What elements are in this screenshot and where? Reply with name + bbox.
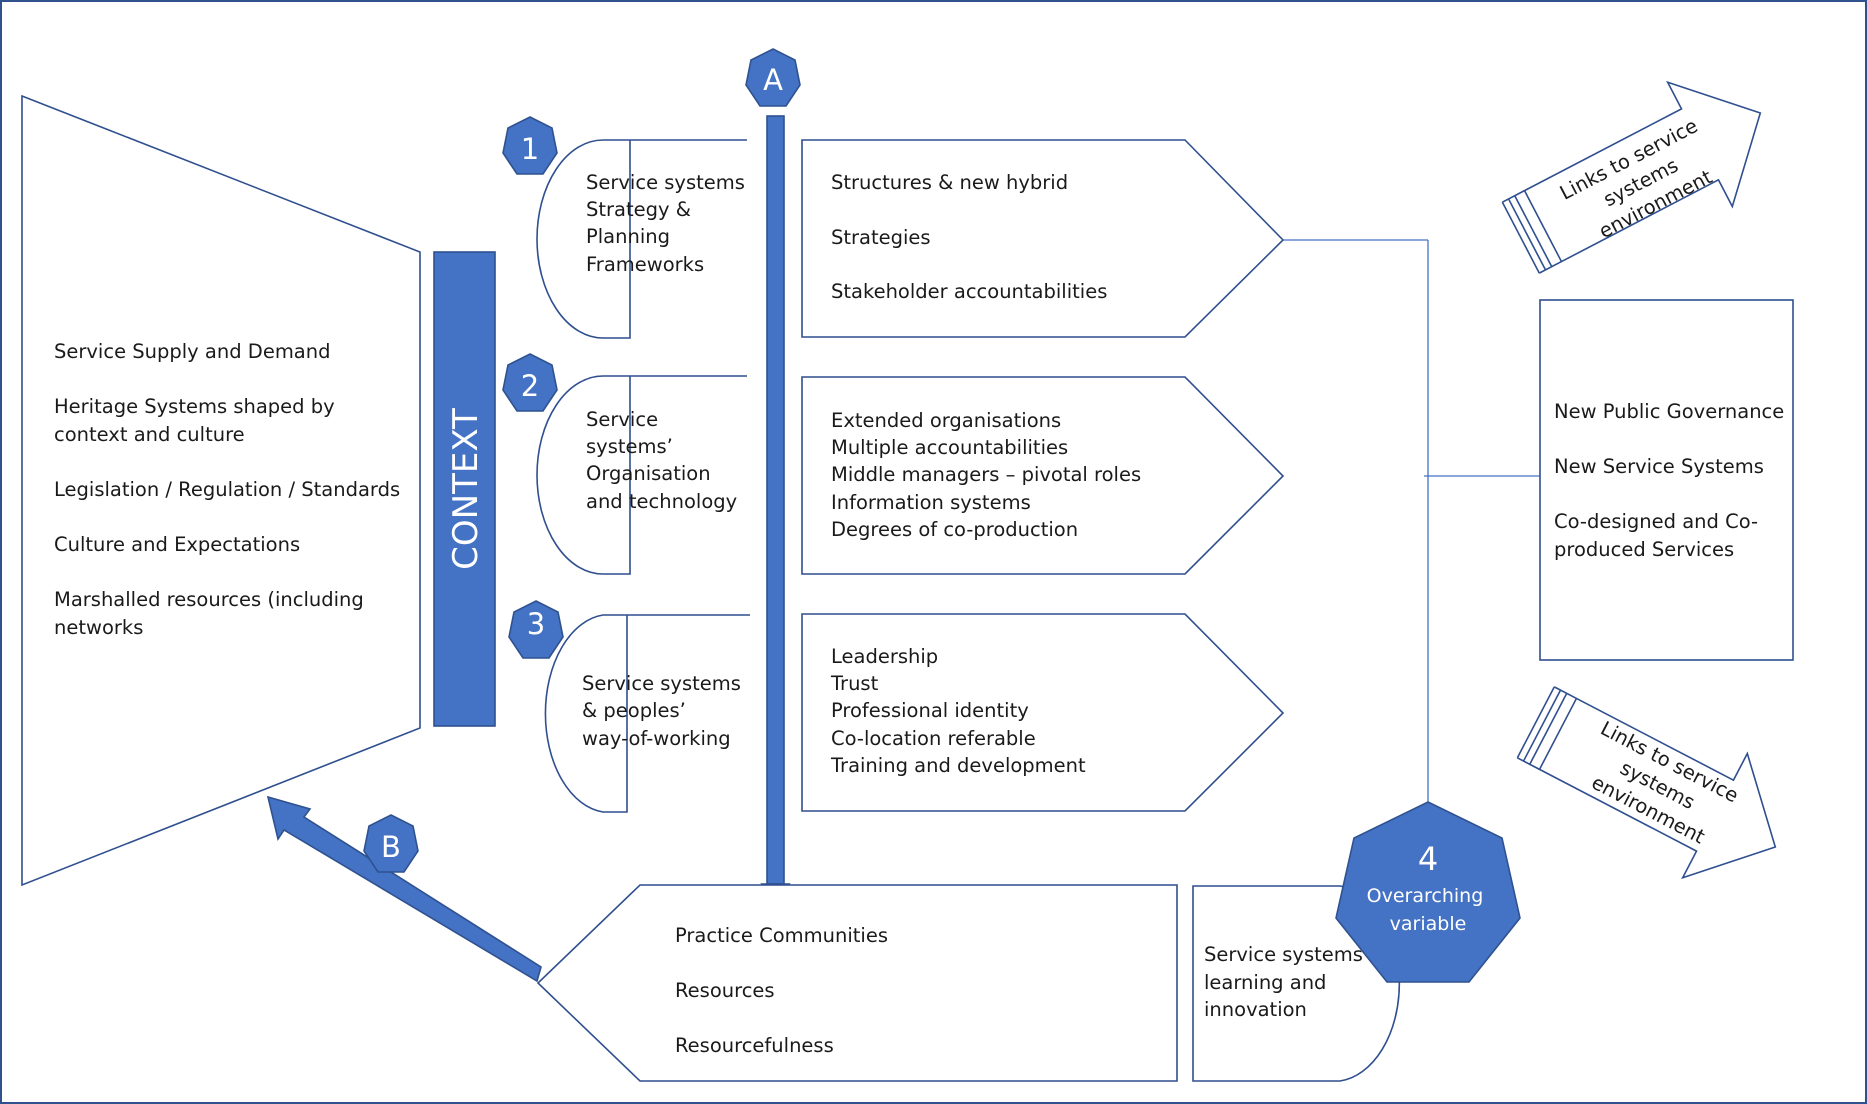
link-arrow-top-shape	[1523, 80, 1762, 263]
heptagon-2-icon	[502, 353, 558, 412]
practice-communities-shape	[536, 884, 1178, 1082]
outcome-item-2: New Service Systems	[1554, 455, 1764, 478]
learning-innovation-title: Service systems learning and innovation	[1204, 943, 1369, 1021]
overarching-number: 4	[1418, 840, 1438, 878]
arrow-a: A	[745, 48, 801, 901]
row-3: Service systems & peoples’ way-of-workin…	[508, 600, 1285, 813]
marker-a-label: A	[763, 63, 783, 97]
row-2-details: Extended organisations Multiple accounta…	[831, 409, 1147, 541]
arrow-b-shape	[266, 795, 542, 983]
connector-lines	[1283, 239, 1540, 803]
link-arrow-bottom-shape	[1538, 697, 1777, 880]
row-1-details: Structures & new hybrid Strategies Stake…	[831, 171, 1107, 303]
heptagon-1-icon	[502, 116, 558, 175]
context-item-5: Marshalled resources (including networks	[54, 588, 370, 639]
row-1-number-badge: 1	[502, 116, 558, 175]
context-item-4: Culture and Expectations	[54, 533, 300, 556]
row-1-title: Service systems Strategy & Planning Fram…	[586, 171, 751, 276]
context-trapezoid	[21, 94, 421, 887]
row-1-detail-arrow	[801, 139, 1285, 338]
context-bar	[433, 251, 496, 727]
row-2: Service systems’ Organisation and techno…	[502, 353, 1285, 575]
arrow-a-shaft	[766, 115, 785, 885]
row-3-number-badge: 3	[508, 600, 564, 659]
marker-b-icon	[363, 814, 419, 873]
marker-b-label: B	[381, 830, 401, 864]
row-3-details: Leadership Trust Professional identity C…	[830, 645, 1086, 777]
row-2-title: Service systems’ Organisation and techno…	[586, 408, 737, 513]
heptagon-3-icon	[508, 600, 564, 659]
context-item-1: Service Supply and Demand	[54, 340, 331, 363]
row-2-detail-arrow	[801, 376, 1285, 575]
row-1-title-shape	[536, 139, 747, 339]
row-1-number: 1	[521, 132, 539, 166]
outcomes-box	[1539, 299, 1794, 661]
row-3-number: 3	[527, 607, 545, 641]
marker-a-icon	[745, 48, 801, 107]
row-2-title-shape	[536, 375, 747, 575]
outcome-item-3: Co-designed and Co- produced Services	[1554, 510, 1764, 561]
row-1: Service systems Strategy & Planning Fram…	[502, 116, 1285, 339]
row-3-title: Service systems & peoples’ way-of-workin…	[582, 672, 747, 750]
overarching-label: Overarching variable	[1367, 885, 1490, 935]
arrow-b: B	[266, 795, 542, 983]
context-items: Service Supply and Demand Heritage Syste…	[54, 340, 400, 639]
row-3-title-shape	[544, 614, 750, 813]
row-2-number-badge: 2	[502, 353, 558, 412]
context-item-2: Heritage Systems shaped by context and c…	[54, 395, 341, 446]
row-2-number: 2	[521, 369, 539, 403]
practice-items: Practice Communities Resources Resourcef…	[675, 924, 894, 1057]
context-bar-label: CONTEXT	[446, 408, 486, 570]
context-item-3: Legislation / Regulation / Standards	[54, 478, 400, 501]
overarching-variable-badge: 4 Overarching variable	[1335, 801, 1521, 983]
row-3-detail-arrow	[801, 613, 1285, 812]
heptagon-4-icon	[1335, 801, 1521, 983]
outcome-item-1: New Public Governance	[1554, 400, 1784, 423]
